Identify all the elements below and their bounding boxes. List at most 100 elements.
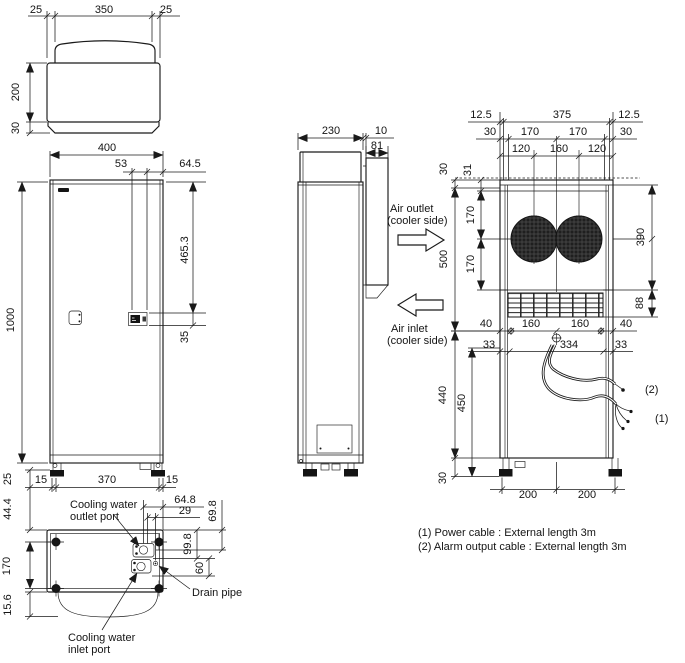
dim-rear-120-left: 120 (512, 143, 530, 155)
air-inlet-arrow-icon (396, 292, 444, 318)
top-view-outline (46, 40, 161, 134)
dim-rear-30-top: 30 (438, 163, 450, 175)
air-flow-labels: Air outlet (cooler side) Air inlet (cool… (387, 203, 448, 347)
brand-logo (58, 188, 69, 192)
dim-bottom-15-6: 15.6 (2, 594, 14, 615)
dim-front-400: 400 (98, 142, 116, 154)
top-view-dimensions: 25 350 25 200 30 (10, 4, 180, 137)
dim-top-200: 200 (10, 83, 22, 101)
rear-view-dimensions: 12.5 375 12.5 30 170 170 30 120 160 120 … (437, 109, 668, 501)
note-power-cable: (1) Power cable : External length 3m (418, 527, 596, 539)
dim-bottom-64-8: 64.8 (174, 494, 195, 506)
cooling-water-inlet-label-2: inlet port (68, 644, 110, 656)
alarm-cable (548, 344, 625, 392)
dim-bottom-15-left: 15 (35, 474, 47, 486)
dim-top-25-right: 25 (160, 4, 172, 16)
dim-front-35: 35 (179, 331, 191, 343)
dim-rear-200-right: 200 (578, 489, 596, 501)
cable-ref-1: (1) (655, 413, 668, 425)
dim-bottom-69-8: 69.8 (207, 500, 219, 521)
dim-top-350: 350 (95, 4, 113, 16)
dim-rear-160-left: 160 (522, 318, 540, 330)
dim-rear-170-row2-left: 170 (521, 126, 539, 138)
dim-rear-170-row2-right: 170 (569, 126, 587, 138)
rear-grille (507, 292, 604, 318)
dim-bottom-170: 170 (1, 557, 13, 575)
air-outlet-arrow-icon (397, 227, 446, 253)
cooling-water-outlet-port (132, 543, 155, 558)
side-view: 230 10 81 (297, 125, 394, 477)
dim-top-25-left: 25 (30, 4, 42, 16)
cooling-water-inlet-port (131, 559, 152, 574)
bottom-view-labels: Cooling water outlet port Cooling water … (68, 499, 242, 656)
front-view-dimensions: 400 53 64.5 465.3 35 1000 (5, 142, 206, 464)
dim-rear-12-5-left: 12.5 (470, 109, 491, 121)
bottom-feet (48, 534, 167, 597)
note-alarm-cable: (2) Alarm output cable : External length… (418, 541, 627, 553)
dim-rear-450: 450 (456, 394, 468, 412)
side-feet (299, 459, 358, 477)
dim-rear-160-top: 160 (550, 143, 568, 155)
side-view-outline (297, 151, 389, 477)
dim-bottom-15-right: 15 (166, 474, 178, 486)
dim-rear-33-left: 33 (483, 339, 495, 351)
air-outlet-label-2: (cooler side) (387, 215, 448, 227)
bottom-view-dimensions: 15 370 15 25 44.4 170 15.6 64.8 29 (1, 466, 226, 620)
dim-side-81: 81 (371, 140, 383, 152)
dim-rear-440: 440 (437, 386, 449, 404)
dim-rear-12-5-right: 12.5 (618, 109, 639, 121)
dim-rear-334: 334 (560, 339, 578, 351)
rear-feet (499, 458, 622, 477)
dim-rear-170-upper: 170 (465, 206, 477, 224)
cable-ref-2: (2) (645, 384, 658, 396)
drain-pipe-label: Drain pipe (192, 587, 242, 599)
rear-view-outline (455, 136, 640, 477)
dim-rear-390: 390 (635, 228, 647, 246)
dim-bottom-99-8: 99.8 (182, 533, 194, 554)
cooling-water-inlet-label-1: Cooling water (68, 632, 136, 644)
air-outlet-label-1: Air outlet (390, 203, 433, 215)
top-view: 25 350 25 200 30 (10, 4, 180, 137)
air-inlet-label-1: Air inlet (391, 323, 428, 335)
front-feet (50, 462, 165, 477)
dim-bottom-60: 60 (194, 562, 206, 574)
fan-right (555, 215, 603, 263)
cable-gland (551, 333, 562, 345)
side-view-dimensions: 230 10 81 (297, 125, 394, 158)
drain-pipe-port (152, 560, 159, 567)
power-cable (541, 344, 633, 431)
dim-rear-30-row2-right: 30 (620, 126, 632, 138)
cable-notes: (1) Power cable : External length 3m (2)… (418, 527, 627, 553)
dim-front-53: 53 (115, 158, 127, 170)
dim-rear-500: 500 (438, 250, 450, 268)
dim-side-10: 10 (375, 125, 387, 137)
cooling-water-outlet-label-1: Cooling water (70, 499, 138, 511)
dim-rear-88: 88 (634, 297, 646, 309)
fan-left (510, 215, 558, 263)
dim-rear-40-left: 40 (480, 318, 492, 330)
dim-rear-200-left: 200 (519, 489, 537, 501)
dim-rear-40-right: 40 (620, 318, 632, 330)
control-display (128, 312, 148, 326)
dim-rear-30-bottom: 30 (437, 472, 449, 484)
dim-bottom-44-4: 44.4 (2, 498, 14, 519)
dim-front-1000: 1000 (5, 308, 17, 332)
dim-rear-170-lower: 170 (465, 255, 477, 273)
front-view: 400 53 64.5 465.3 35 1000 (5, 142, 206, 477)
dim-rear-33-right: 33 (615, 339, 627, 351)
dim-rear-375: 375 (553, 109, 571, 121)
dim-rear-30-row2-left: 30 (484, 126, 496, 138)
cooling-water-outlet-label-2: outlet port (70, 511, 119, 523)
dim-bottom-370: 370 (98, 474, 116, 486)
bottom-view: 15 370 15 25 44.4 170 15.6 64.8 29 (1, 466, 242, 656)
side-access-panel (316, 424, 353, 454)
dim-bottom-25: 25 (2, 473, 14, 485)
dim-rear-120-right: 120 (588, 143, 606, 155)
dim-side-230: 230 (322, 125, 340, 137)
door-handle (68, 310, 82, 325)
dim-bottom-29: 29 (179, 505, 191, 517)
dim-top-30: 30 (10, 122, 22, 134)
rear-view: 12.5 375 12.5 30 170 170 30 120 160 120 … (437, 109, 668, 501)
